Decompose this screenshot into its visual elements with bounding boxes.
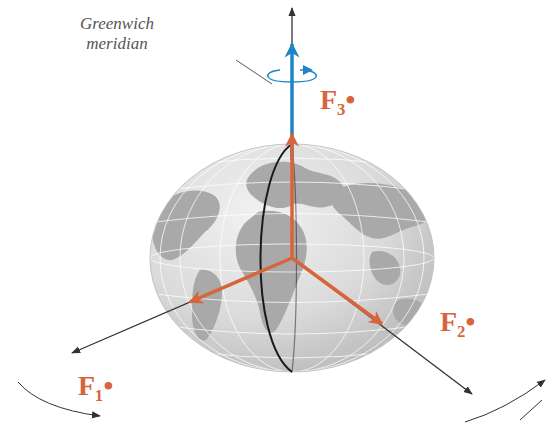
- rotation-arrow: [465, 380, 545, 422]
- frame-vector: [290, 134, 294, 258]
- vector-label: F₂•: [440, 308, 475, 336]
- frame-vector: [190, 258, 292, 302]
- spin-circle: [268, 70, 317, 82]
- vector-label: F₃•: [320, 86, 355, 114]
- axis-line: [72, 258, 292, 353]
- frame-vector: [292, 258, 382, 324]
- leader-line: [236, 60, 272, 84]
- greenwich-meridian: [260, 144, 292, 372]
- axis-line: [291, 8, 292, 258]
- vector-label: F₁•: [78, 372, 113, 400]
- meridian-label: Greenwich meridian: [62, 14, 172, 53]
